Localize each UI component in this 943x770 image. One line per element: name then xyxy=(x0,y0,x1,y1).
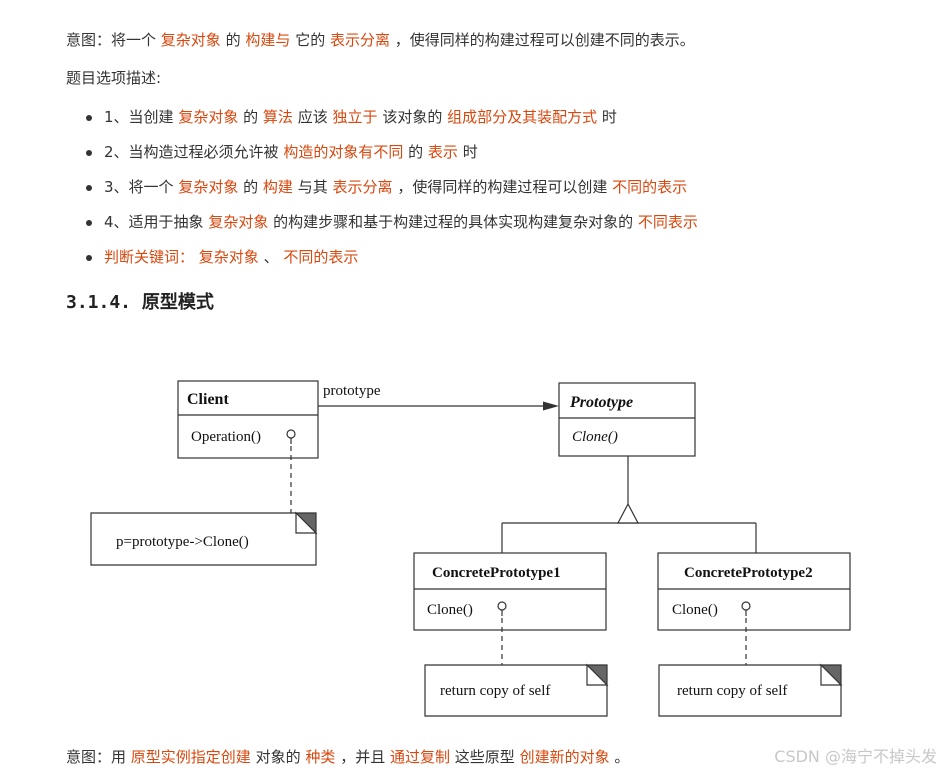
concrete1-class-name: ConcretePrototype1 xyxy=(432,565,561,581)
keyword: 表示分离 xyxy=(329,31,390,49)
arrow-head-icon xyxy=(543,401,559,411)
options-list: 1、当创建 复杂对象 的 算法 应该 独立于 该对象的 组成部分及其装配方式 时… xyxy=(66,100,698,275)
keyword: 种类 xyxy=(305,748,336,766)
concrete1-operation: Clone() xyxy=(427,602,473,618)
list-item: 3、将一个 复杂对象 的 构建 与其 表示分离 ，使得同样的构建过程可以创建 不… xyxy=(66,170,698,205)
concrete2-class-box xyxy=(657,552,851,631)
concrete1-class-box xyxy=(413,552,607,631)
client-class-box xyxy=(177,380,319,459)
keyword: 复杂对象 xyxy=(160,31,221,49)
concrete1-note-box xyxy=(424,664,608,717)
list-item: 1、当创建 复杂对象 的 算法 应该 独立于 该对象的 组成部分及其装配方式 时 xyxy=(66,100,698,135)
client-operation: Operation() xyxy=(191,429,261,445)
inheritance-triangle-icon xyxy=(617,502,639,524)
list-item: 2、当构造过程必须允许被 构造的对象有不同 的 表示 时 xyxy=(66,135,698,170)
client-note-text: p=prototype->Clone() xyxy=(116,534,249,550)
keyword: 原型实例指定创建 xyxy=(130,748,251,766)
concrete2-operation: Clone() xyxy=(672,602,718,618)
concrete2-note-text: return copy of self xyxy=(677,683,787,699)
prototype-class-name: Prototype xyxy=(569,394,633,411)
intent-prototype: 意图：用 原型实例指定创建 对象的 种类 ，并且 通过复制 这些原型 创建新的对… xyxy=(66,748,630,766)
client-note-box xyxy=(90,512,317,566)
list-item: 判断关键词： 复杂对象 、 不同的表示 xyxy=(66,240,698,275)
prototype-class-box xyxy=(558,382,696,457)
keyword: 通过复制 xyxy=(389,748,450,766)
section-heading: 3.1.4. 原型模式 xyxy=(66,292,214,313)
concrete2-note-box xyxy=(658,664,842,717)
list-item: 4、适用于抽象 复杂对象 的构建步骤和基于构建过程的具体实现构建复杂对象的 不同… xyxy=(66,205,698,240)
client-class-name: Client xyxy=(187,391,229,408)
keyword: 创建新的对象 xyxy=(519,748,610,766)
concrete2-class-name: ConcretePrototype2 xyxy=(684,565,813,581)
options-title: 题目选项描述: xyxy=(66,69,162,87)
concrete1-note-text: return copy of self xyxy=(440,683,550,699)
association-label: prototype xyxy=(323,383,381,399)
intent-builder: 意图：将一个 复杂对象 的 构建与 它的 表示分离 ，使得同样的构建过程可以创建… xyxy=(66,31,695,49)
watermark: CSDN @海宁不掉头发 xyxy=(774,747,937,766)
keyword: 构建与 xyxy=(245,31,291,49)
prototype-operation: Clone() xyxy=(572,429,618,445)
